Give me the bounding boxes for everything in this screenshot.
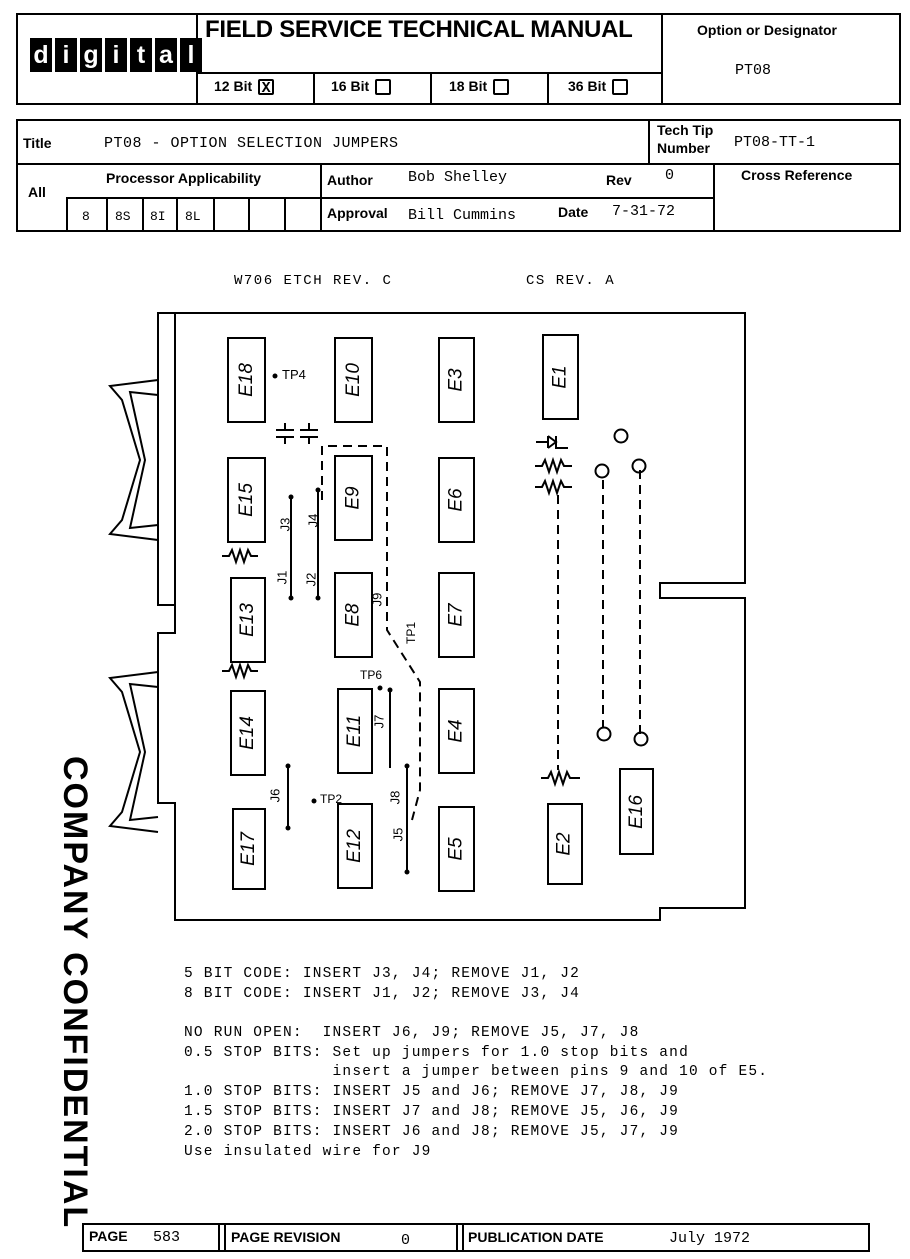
footer-pubdate-value: July 1972 — [669, 1230, 751, 1247]
tp2-label: TP2 — [320, 792, 343, 806]
j3-label: J3 — [277, 517, 293, 532]
approval-label: Approval — [327, 205, 388, 221]
bit-36-checkbox[interactable] — [612, 79, 629, 96]
info-block — [16, 119, 901, 232]
rev-label: Rev — [606, 172, 632, 188]
chip-e8: E8 — [334, 572, 373, 658]
tp1-label: TP1 — [404, 621, 419, 645]
chip-e17: E17 — [232, 808, 266, 890]
cross-reference-label: Cross Reference — [741, 167, 853, 183]
j9-label: J9 — [369, 592, 385, 607]
option-designator-value: PT08 — [735, 62, 772, 79]
chip-e16: E16 — [619, 768, 654, 855]
bit-option-36: 36 Bit — [568, 78, 629, 96]
processor-8l: 8L — [185, 209, 201, 224]
etch-rev-label: W706 ETCH REV. C — [234, 273, 393, 289]
note-line-8: 2.0 STOP BITS: INSERT J6 and J8; REMOVE … — [184, 1124, 680, 1140]
j6-label: J6 — [267, 788, 283, 803]
footer-block — [82, 1223, 870, 1252]
j1-label: J1 — [274, 570, 290, 585]
chip-e11: E11 — [337, 688, 373, 774]
note-line-1: 5 BIT CODE: INSERT J3, J4; REMOVE J1, J2 — [184, 966, 581, 982]
note-line-4: 0.5 STOP BITS: Set up jumpers for 1.0 st… — [184, 1045, 689, 1061]
cs-rev-label: CS REV. A — [526, 273, 616, 289]
chip-e12: E12 — [337, 803, 373, 889]
bit-option-18: 18 Bit — [449, 78, 510, 96]
bit-16-checkbox[interactable] — [375, 79, 392, 96]
footer-page-value: 583 — [153, 1229, 181, 1246]
chip-e6: E6 — [438, 457, 475, 543]
logo-letter: i — [105, 38, 127, 72]
note-line-3: NO RUN OPEN: INSERT J6, J9; REMOVE J5, J… — [184, 1025, 640, 1041]
chip-e14: E14 — [230, 690, 266, 776]
footer-revision-label: PAGE REVISION — [231, 1229, 341, 1245]
j4-label: J4 — [305, 513, 321, 528]
logo-letter: d — [30, 38, 52, 72]
chip-e4: E4 — [438, 688, 475, 774]
footer-page-label: PAGE — [89, 1228, 128, 1244]
j5-label: J5 — [390, 827, 406, 842]
tp4-label: TP4 — [282, 367, 306, 382]
note-line-5: insert a jumper between pins 9 and 10 of… — [184, 1064, 769, 1080]
manual-title: FIELD SERVICE TECHNICAL MANUAL — [205, 16, 633, 43]
title-label: Title — [23, 135, 52, 151]
bit-12-checkbox[interactable]: X — [258, 79, 275, 96]
chip-e7: E7 — [438, 572, 475, 658]
bit-option-16: 16 Bit — [331, 78, 392, 96]
header-block — [16, 13, 901, 105]
note-line-7: 1.5 STOP BITS: INSERT J7 and J8; REMOVE … — [184, 1104, 680, 1120]
processor-applicability-label: Processor Applicability — [106, 170, 262, 186]
option-designator-label: Option or Designator — [697, 22, 837, 38]
chip-e3: E3 — [438, 337, 475, 423]
author-label: Author — [327, 172, 373, 188]
processor-8i: 8I — [150, 209, 166, 224]
tech-tip-label: Tech Tip Number — [657, 122, 714, 156]
footer-pubdate-label: PUBLICATION DATE — [468, 1229, 604, 1245]
approval-value: Bill Cummins — [408, 207, 517, 224]
board-handle-top — [108, 379, 159, 541]
tech-tip-value: PT08-TT-1 — [734, 134, 816, 151]
note-line-6: 1.0 STOP BITS: INSERT J5 and J6; REMOVE … — [184, 1084, 680, 1100]
company-confidential-watermark: COMPANY CONFIDENTIAL — [56, 756, 94, 1230]
board-handle-bottom — [108, 671, 159, 833]
chip-e13: E13 — [230, 577, 266, 663]
j2-label: J2 — [303, 572, 319, 587]
tp6-label: TP6 — [360, 668, 383, 682]
j9-dashed-wire — [321, 445, 421, 821]
author-value: Bob Shelley — [408, 169, 508, 186]
processor-8s: 8S — [115, 209, 131, 224]
chip-e2: E2 — [547, 803, 583, 885]
chip-e10: E10 — [334, 337, 373, 423]
chip-e9: E9 — [334, 455, 373, 541]
j7-label: J7 — [371, 714, 387, 729]
logo-letter: i — [55, 38, 77, 72]
header-divider-2 — [661, 13, 663, 105]
note-line-2: 8 BIT CODE: INSERT J1, J2; REMOVE J3, J4 — [184, 986, 581, 1002]
footer-revision-value: 0 — [401, 1232, 411, 1249]
rev-value: 0 — [665, 167, 675, 184]
header-bit-row-line — [196, 72, 662, 74]
title-value: PT08 - OPTION SELECTION JUMPERS — [104, 135, 399, 152]
board-outline — [157, 312, 746, 921]
chip-e18: E18 — [227, 337, 266, 423]
chip-e15: E15 — [227, 457, 266, 543]
logo-letter: g — [80, 38, 102, 72]
bit-18-checkbox[interactable] — [493, 79, 510, 96]
logo-letter: l — [180, 38, 202, 72]
date-value: 7-31-72 — [612, 203, 676, 220]
note-line-9: Use insulated wire for J9 — [184, 1144, 432, 1160]
date-label: Date — [558, 204, 589, 220]
logo-letter: t — [130, 38, 152, 72]
processor-8: 8 — [82, 209, 90, 224]
chip-e1: E1 — [542, 334, 579, 420]
j8-label: J8 — [387, 790, 403, 805]
logo-letter: a — [155, 38, 177, 72]
all-label: All — [28, 184, 46, 200]
chip-e5: E5 — [438, 806, 475, 892]
